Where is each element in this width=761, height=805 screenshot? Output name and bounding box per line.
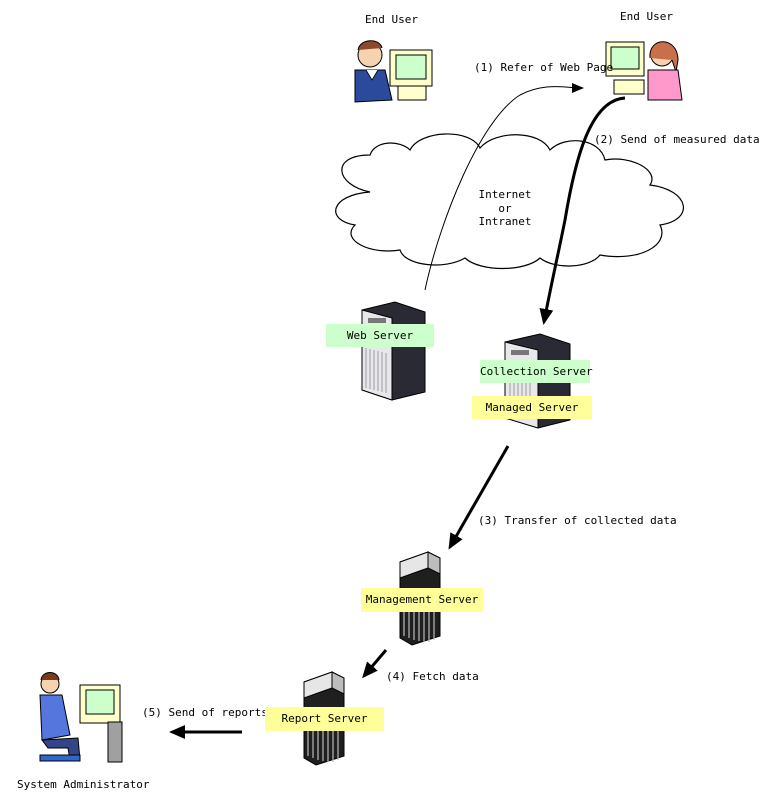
end-user-right-icon (605, 41, 683, 101)
internet-cloud-icon (335, 133, 684, 270)
end-user-left-label: End User (365, 13, 418, 26)
web-server-icon (361, 301, 426, 401)
step-4-label: (4) Fetch data (386, 670, 479, 683)
cloud-label-line3: Intranet (478, 215, 532, 228)
cloud-label-line2: or (498, 202, 512, 215)
end-user-right-label: End User (620, 10, 673, 23)
step-1-label: (1) Refer of Web Page (474, 61, 614, 74)
end-user-left-icon (354, 40, 433, 103)
web-server-label: Web Server (326, 324, 434, 347)
report-server-label: Report Server (265, 707, 384, 731)
step-3-label: (3) Transfer of collected data (478, 514, 677, 527)
arrow-send-measured-data (539, 96, 626, 325)
system-administrator-label: System Administrator (17, 778, 150, 791)
system-administrator-icon (39, 672, 123, 763)
arrow-transfer-collected-data (448, 445, 510, 550)
collection-server-label: Collection Server (480, 360, 593, 383)
management-server-label: Management Server (361, 588, 483, 612)
step-2-label: (2) Send of measured data (594, 133, 760, 146)
step-5-label: (5) Send of reports (142, 706, 268, 719)
cloud-label-line1: Internet (478, 188, 532, 201)
managed-server-label: Managed Server (472, 396, 592, 419)
arrow-fetch-data (362, 649, 388, 679)
arrow-refer-web-page (424, 82, 584, 291)
